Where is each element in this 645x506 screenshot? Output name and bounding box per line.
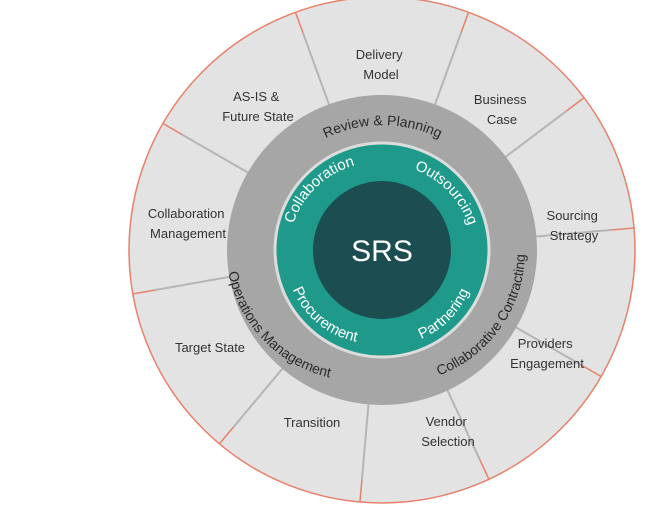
- segment-label-sourcing-strategy: Sourcing Strategy: [547, 208, 602, 243]
- segment-divider: [232, 368, 284, 428]
- segment-divider: [360, 404, 370, 481]
- segment-divider-tip: [612, 227, 635, 231]
- segment-label-as-is-future-state: AS-IS & Future State: [222, 89, 294, 124]
- segment-divider: [536, 228, 613, 238]
- segment-label-business-case: Business Case: [474, 92, 530, 127]
- segment-dividers: [132, 12, 635, 503]
- segment-divider-tip: [294, 12, 304, 34]
- segment-divider-tip: [218, 426, 235, 445]
- segment-divider: [446, 390, 481, 460]
- segment-divider: [505, 110, 568, 158]
- segment-label-collaboration-management: Collaboration Management: [148, 206, 228, 241]
- segment-divider-tip: [460, 12, 470, 34]
- segment-label-transition: Transition: [284, 415, 341, 430]
- segment-divider: [302, 32, 330, 105]
- segment-divider-tip: [132, 289, 155, 295]
- segment-label-vendor-selection: Vendor Selection: [421, 414, 474, 449]
- center-label: SRS: [351, 235, 413, 268]
- segment-label-delivery-model: Delivery Model: [356, 47, 407, 82]
- segment-divider-tip: [162, 122, 183, 136]
- segment-divider-tip: [566, 97, 585, 112]
- segment-divider: [434, 32, 462, 105]
- segment-divider-tip: [478, 459, 490, 480]
- segment-divider-tip: [581, 364, 602, 378]
- segment-label-providers-engagement: Providers Engagement: [510, 336, 584, 371]
- segment-divider: [181, 133, 249, 174]
- segment-divider: [515, 326, 583, 367]
- segment-divider-tip: [359, 480, 363, 503]
- segment-divider: [154, 275, 230, 292]
- segment-label-target-state: Target State: [175, 340, 245, 355]
- center-circle: [313, 181, 451, 319]
